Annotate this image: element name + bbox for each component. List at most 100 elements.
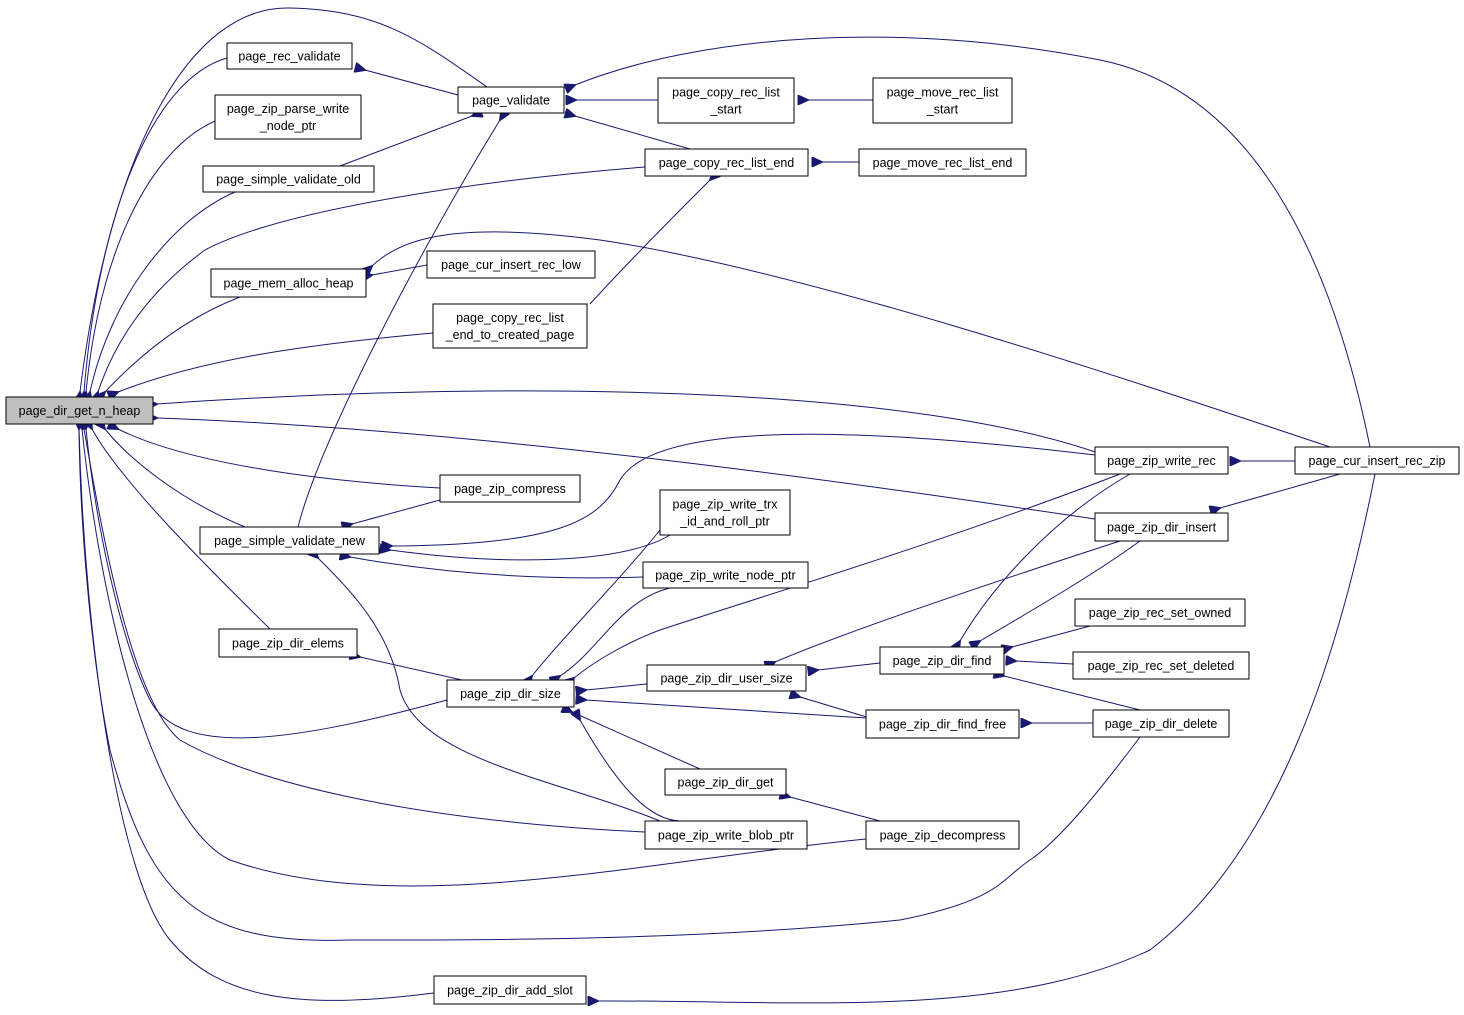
node-label: page_rec_validate xyxy=(238,50,340,64)
node-zip-dir-user-size[interactable]: page_zip_dir_user_size xyxy=(646,664,807,692)
node-label: page_cur_insert_rec_low xyxy=(441,258,582,272)
node-cur-insert-rec-zip[interactable]: page_cur_insert_rec_zip xyxy=(1294,446,1460,475)
node-label: _end_to_created_page xyxy=(445,328,575,342)
node-box[interactable] xyxy=(1094,512,1229,542)
node-root[interactable]: page_dir_get_n_heap xyxy=(5,396,154,425)
node-label: page_zip_dir_delete xyxy=(1105,717,1218,731)
node-zip-dir-get[interactable]: page_zip_dir_get xyxy=(664,768,787,796)
node-box[interactable] xyxy=(5,396,154,425)
node-copy-rec-list-end[interactable]: page_copy_rec_list_end xyxy=(644,148,809,177)
node-box[interactable] xyxy=(1072,651,1250,680)
edge-zip-write-node-ptr-zip-dir-size xyxy=(560,587,671,676)
node-box[interactable] xyxy=(1094,446,1229,475)
node-zip-rec-set-owned[interactable]: page_zip_rec_set_owned xyxy=(1074,598,1246,627)
node-box[interactable] xyxy=(657,77,795,124)
node-box[interactable] xyxy=(659,489,791,536)
node-label: page_zip_dir_find xyxy=(893,654,992,668)
node-zip-rec-set-deleted[interactable]: page_zip_rec_set_deleted xyxy=(1072,651,1250,680)
node-box[interactable] xyxy=(646,664,807,692)
node-label: page_move_rec_list_end xyxy=(873,156,1013,170)
node-box[interactable] xyxy=(202,165,375,193)
node-label: page_zip_write_rec xyxy=(1107,454,1215,468)
node-move-rec-list-end[interactable]: page_move_rec_list_end xyxy=(858,148,1027,177)
edge-zip-dir-delete-root xyxy=(79,429,1141,941)
node-box[interactable] xyxy=(446,679,575,708)
node-box[interactable] xyxy=(214,94,362,140)
edge-rec-validate-root xyxy=(84,57,228,392)
edge-zip-rec-set-deleted-zip-dir-find xyxy=(1016,661,1074,664)
node-label: page_zip_rec_set_deleted xyxy=(1088,659,1235,673)
edge-rec-validate-validate xyxy=(365,70,459,96)
node-label: page_zip_dir_user_size xyxy=(660,672,792,686)
node-box[interactable] xyxy=(1294,446,1460,475)
edge-zip-dir-user-size-zip-dir-size xyxy=(586,683,648,690)
node-zip-dir-insert[interactable]: page_zip_dir_insert xyxy=(1094,512,1229,542)
node-box[interactable] xyxy=(199,526,380,555)
node-label: page_zip_rec_set_owned xyxy=(1089,606,1232,620)
node-box[interactable] xyxy=(426,250,596,279)
edge-zip-dir-insert-zip-dir-find xyxy=(980,540,1141,641)
node-label: page_copy_rec_list xyxy=(672,86,780,100)
edge-zip-write-trx-simple-validate-new xyxy=(390,534,671,561)
node-box[interactable] xyxy=(642,561,809,589)
node-mem-alloc-heap[interactable]: page_mem_alloc_heap xyxy=(210,268,367,298)
node-box[interactable] xyxy=(1092,709,1230,738)
node-validate[interactable]: page_validate xyxy=(457,86,565,114)
edge-zip-write-trx-zip-dir-size xyxy=(532,529,661,676)
node-zip-dir-add-slot[interactable]: page_zip_dir_add_slot xyxy=(433,975,587,1005)
node-box[interactable] xyxy=(644,148,809,177)
node-box[interactable] xyxy=(439,474,581,503)
node-rec-validate[interactable]: page_rec_validate xyxy=(226,42,353,70)
node-zip-write-rec[interactable]: page_zip_write_rec xyxy=(1094,446,1229,475)
node-label: page_zip_dir_insert xyxy=(1107,521,1217,535)
edge-zip-write-rec-zip-dir-size xyxy=(574,473,1121,678)
node-box[interactable] xyxy=(879,646,1005,675)
node-zip-dir-find-free[interactable]: page_zip_dir_find_free xyxy=(865,709,1020,739)
node-box[interactable] xyxy=(433,975,587,1005)
edge-zip-write-node-ptr-simple-validate-new xyxy=(350,557,644,579)
edge-cur-insert-rec-zip-mem-alloc-heap xyxy=(372,231,1331,448)
node-box[interactable] xyxy=(1074,598,1246,627)
node-label: _id_and_roll_ptr xyxy=(679,515,770,529)
node-box[interactable] xyxy=(872,77,1013,124)
node-box[interactable] xyxy=(432,303,588,349)
node-zip-dir-size[interactable]: page_zip_dir_size xyxy=(446,679,575,708)
node-box[interactable] xyxy=(644,820,808,850)
node-zip-decompress[interactable]: page_zip_decompress xyxy=(865,820,1020,850)
edge-zip-dir-find-free-zip-dir-size xyxy=(586,700,867,719)
node-simple-validate-old[interactable]: page_simple_validate_old xyxy=(202,165,375,193)
edge-zip-dir-insert-zip-dir-user-size xyxy=(775,540,1121,662)
edge-zip-write-blob-ptr-simple-validate-new xyxy=(318,558,661,822)
edge-zip-dir-size-root xyxy=(86,429,448,739)
node-zip-parse-write[interactable]: page_zip_parse_write_node_ptr xyxy=(214,94,362,140)
edge-zip-write-blob-ptr-root xyxy=(84,429,646,833)
edge-validate-root xyxy=(80,7,488,392)
node-box[interactable] xyxy=(865,820,1020,850)
edge-zip-dir-elems-root xyxy=(92,429,271,630)
node-copy-rec-list-start[interactable]: page_copy_rec_list_start xyxy=(657,77,795,124)
node-zip-dir-delete[interactable]: page_zip_dir_delete xyxy=(1092,709,1230,738)
node-simple-validate-new[interactable]: page_simple_validate_new xyxy=(199,526,380,555)
node-box[interactable] xyxy=(865,709,1020,739)
node-zip-write-trx[interactable]: page_zip_write_trx_id_and_roll_ptr xyxy=(659,489,791,536)
node-zip-dir-find[interactable]: page_zip_dir_find xyxy=(879,646,1005,675)
node-label: page_zip_dir_size xyxy=(460,687,561,701)
node-zip-compress[interactable]: page_zip_compress xyxy=(439,474,581,503)
node-zip-dir-elems[interactable]: page_zip_dir_elems xyxy=(218,628,358,658)
node-box[interactable] xyxy=(858,148,1027,177)
node-cur-insert-rec-low[interactable]: page_cur_insert_rec_low xyxy=(426,250,596,279)
edge-zip-dir-delete-zip-dir-find xyxy=(1004,676,1141,711)
node-label: page_zip_dir_elems xyxy=(232,637,344,651)
node-zip-write-blob-ptr[interactable]: page_zip_write_blob_ptr xyxy=(644,820,808,850)
node-label: page_zip_write_node_ptr xyxy=(655,569,795,583)
node-copy-rec-list-end-to-created[interactable]: page_copy_rec_list _end_to_created_page xyxy=(432,303,588,349)
node-box[interactable] xyxy=(457,86,565,114)
node-box[interactable] xyxy=(210,268,367,298)
edge-zip-dir-add-slot-root xyxy=(79,429,435,1001)
node-move-rec-list-start[interactable]: page_move_rec_list_start xyxy=(872,77,1013,124)
node-box[interactable] xyxy=(226,42,353,70)
node-label: page_copy_rec_list xyxy=(456,311,564,325)
node-box[interactable] xyxy=(664,768,787,796)
node-zip-write-node-ptr[interactable]: page_zip_write_node_ptr xyxy=(642,561,809,589)
node-box[interactable] xyxy=(218,628,358,658)
